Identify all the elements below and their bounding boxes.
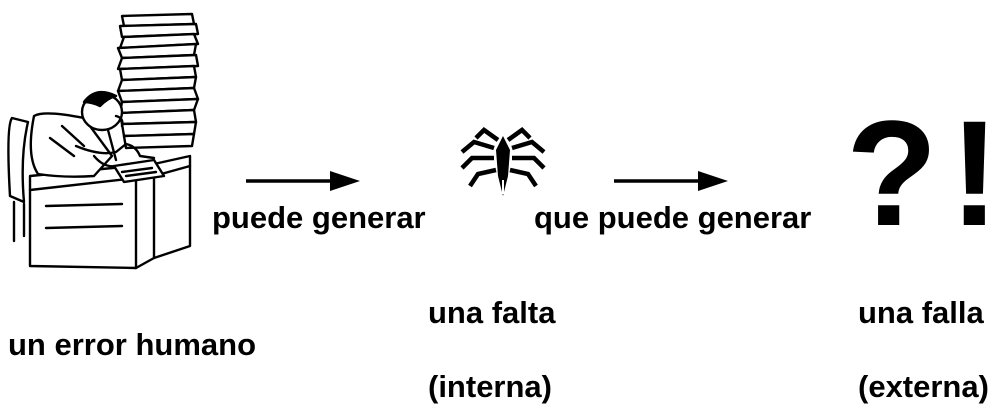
fault-note: (interna) [428, 369, 552, 404]
arrow-label-que-puede-generar: que puede generar [534, 200, 812, 235]
error-label: un error humano [8, 327, 257, 362]
fault-label: una falta [428, 295, 556, 330]
question-exclamation-icon: ?! [846, 89, 1005, 257]
arrow-right-icon [246, 171, 360, 191]
overworked-person-at-desk-icon [7, 12, 200, 270]
arrow-label-puede-generar: puede generar [212, 200, 426, 235]
failure-note: (externa) [858, 369, 989, 404]
failure-label: una falla [858, 295, 984, 330]
arrow-right-icon [614, 171, 728, 191]
bug-icon [460, 127, 546, 196]
